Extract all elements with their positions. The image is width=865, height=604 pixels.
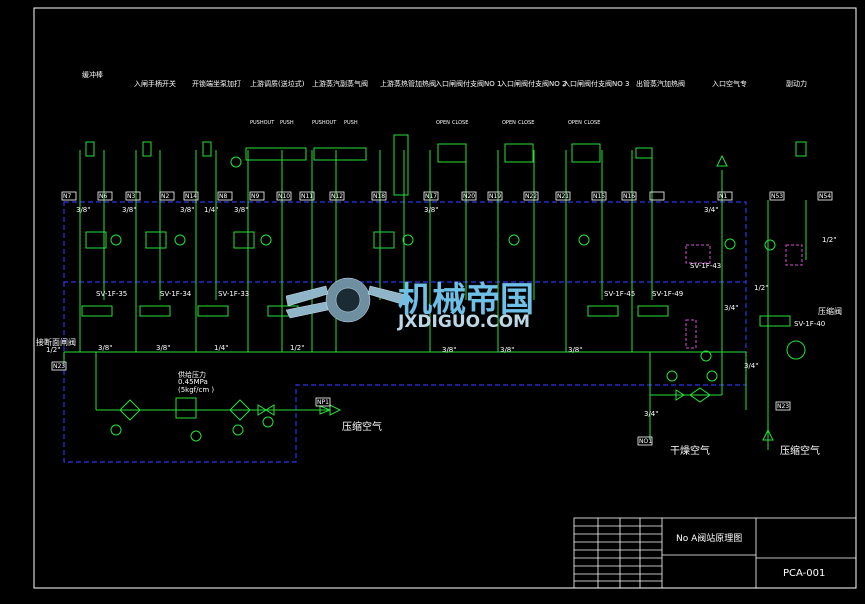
- port-n1: N1: [719, 193, 728, 200]
- pressure-value: 0.45MPa: [178, 378, 208, 386]
- branch-lines: [79, 150, 653, 352]
- size-label: 1/2": [754, 284, 769, 292]
- watermark-logo: [286, 277, 411, 323]
- port-n23-right: N23: [777, 403, 790, 410]
- arrows: [329, 154, 774, 441]
- size-label: 1/4": [204, 206, 219, 214]
- size-label: 3/4": [724, 304, 739, 312]
- size-label: 3/8": [234, 206, 249, 214]
- port-n8: N8: [219, 193, 228, 200]
- header-steam: 上游蒸汽副蒸气阀: [312, 80, 368, 88]
- push-label: PUSH: [280, 120, 294, 126]
- push-label: PUSH: [344, 120, 358, 126]
- size-label: 1/2": [290, 344, 305, 352]
- size-label: 1/4": [214, 344, 229, 352]
- left-supply-label: 接断面闸阀: [36, 338, 76, 347]
- drawing-title: No A阀站原理图: [676, 534, 743, 544]
- valve-sv49: SV-1F-49: [652, 290, 684, 298]
- header-inlet-air: 入口空气专: [712, 80, 747, 88]
- size-label: 3/8": [76, 206, 91, 214]
- header-lock: 开锁端坐泵加打: [192, 80, 241, 88]
- size-label: 3/8": [568, 346, 583, 354]
- port-n23: N23: [53, 363, 66, 370]
- pushout-label: PUSHOUT: [250, 120, 275, 126]
- port-n15: N15: [593, 193, 606, 200]
- port-n19: N19: [489, 193, 502, 200]
- header-heat: 上游蒸热管加热阀: [380, 80, 436, 88]
- size-label: 3/8": [500, 346, 515, 354]
- port-n9: N9: [251, 193, 260, 200]
- size-label: 3/8": [156, 344, 171, 352]
- port-n18: N18: [373, 193, 386, 200]
- header-outlet-heat: 出管蒸汽加热阀: [636, 80, 685, 88]
- size-label: 3/4": [744, 362, 759, 370]
- port-n17: N17: [425, 193, 438, 200]
- port-n7: N7: [63, 193, 72, 200]
- pressure-note: 供给压力: [178, 371, 206, 379]
- port-no1: NO1: [639, 438, 653, 445]
- port-np1: NP1: [317, 399, 329, 406]
- valve-sv34: SV-1F-34: [160, 290, 192, 298]
- supply-components: [119, 387, 711, 421]
- header-handle-switch: 入闸手柄开关: [134, 80, 176, 88]
- port-n12: N12: [331, 193, 344, 200]
- drawing-frame: [33, 7, 857, 589]
- watermark-en: JXDIGUO.COM: [398, 312, 531, 332]
- port-n6: N6: [99, 193, 108, 200]
- watermark-cn: 机械帝国: [398, 280, 534, 320]
- header-buffer: 缓冲棒: [82, 71, 103, 79]
- right-valve-label: 压缩阀: [818, 307, 842, 316]
- open-label: OPEN: [568, 120, 582, 126]
- port-tags: [51, 191, 833, 446]
- title-block: [573, 517, 857, 589]
- pushout-label: PUSHOUT: [312, 120, 337, 126]
- port-n2: N2: [161, 193, 170, 200]
- port-n16: N16: [623, 193, 636, 200]
- size-label: 3/4": [644, 410, 659, 418]
- cylinders: [85, 134, 807, 196]
- solenoid-valves: [81, 305, 791, 327]
- magenta-boxes: [685, 244, 803, 349]
- header-inlet-3: 入口闸阀付支阀NO 3: [563, 80, 630, 88]
- close-label: CLOSE: [584, 120, 601, 126]
- gauges: [110, 156, 806, 442]
- port-n53: N53: [771, 193, 784, 200]
- pressure-value-kgf: (5kgf/cm ): [178, 386, 215, 394]
- valve-sv43: SV-1F-43: [690, 262, 722, 270]
- port-n54: N54: [819, 193, 832, 200]
- left-supply-size: 1/2": [46, 346, 61, 354]
- header-aux-power: 副动力: [786, 80, 807, 88]
- size-label: 1/2": [822, 236, 837, 244]
- valve-sv45: SV-1F-45: [604, 290, 636, 298]
- drawing-number: PCA-001: [783, 568, 826, 579]
- port-n20: N20: [463, 193, 476, 200]
- port-n11: N11: [301, 193, 314, 200]
- close-label: CLOSE: [518, 120, 535, 126]
- port-n14: N14: [185, 193, 198, 200]
- valve-sv40: SV-1F-40: [794, 320, 826, 328]
- size-label: 3/4": [704, 206, 719, 214]
- size-label: 3/8": [180, 206, 195, 214]
- header-inlet-2: 入口闸阀付支阀NO 2: [500, 80, 567, 88]
- open-label: OPEN: [502, 120, 516, 126]
- compressed-air-label-right: 压缩空气: [780, 446, 820, 457]
- valve-sv35: SV-1F-35: [96, 290, 128, 298]
- size-label: 3/8": [122, 206, 137, 214]
- size-label: 3/8": [442, 346, 457, 354]
- size-label: 3/8": [98, 344, 113, 352]
- compressed-air-label: 压缩空气: [342, 422, 382, 433]
- close-label: CLOSE: [452, 120, 469, 126]
- port-n10: N10: [278, 193, 291, 200]
- port-n21: N21: [557, 193, 570, 200]
- regulators: [85, 231, 395, 419]
- port-n22: N22: [525, 193, 538, 200]
- valve-sv33: SV-1F-33: [218, 290, 250, 298]
- port-n3: N3: [127, 193, 136, 200]
- dry-air-label: 干燥空气: [670, 446, 710, 457]
- size-label: 3/8": [424, 206, 439, 214]
- header-upstream: 上游调质(送垃式): [250, 80, 305, 88]
- header-inlet-1: 入口闸阀付支阀NO 1: [435, 80, 502, 88]
- open-label: OPEN: [436, 120, 450, 126]
